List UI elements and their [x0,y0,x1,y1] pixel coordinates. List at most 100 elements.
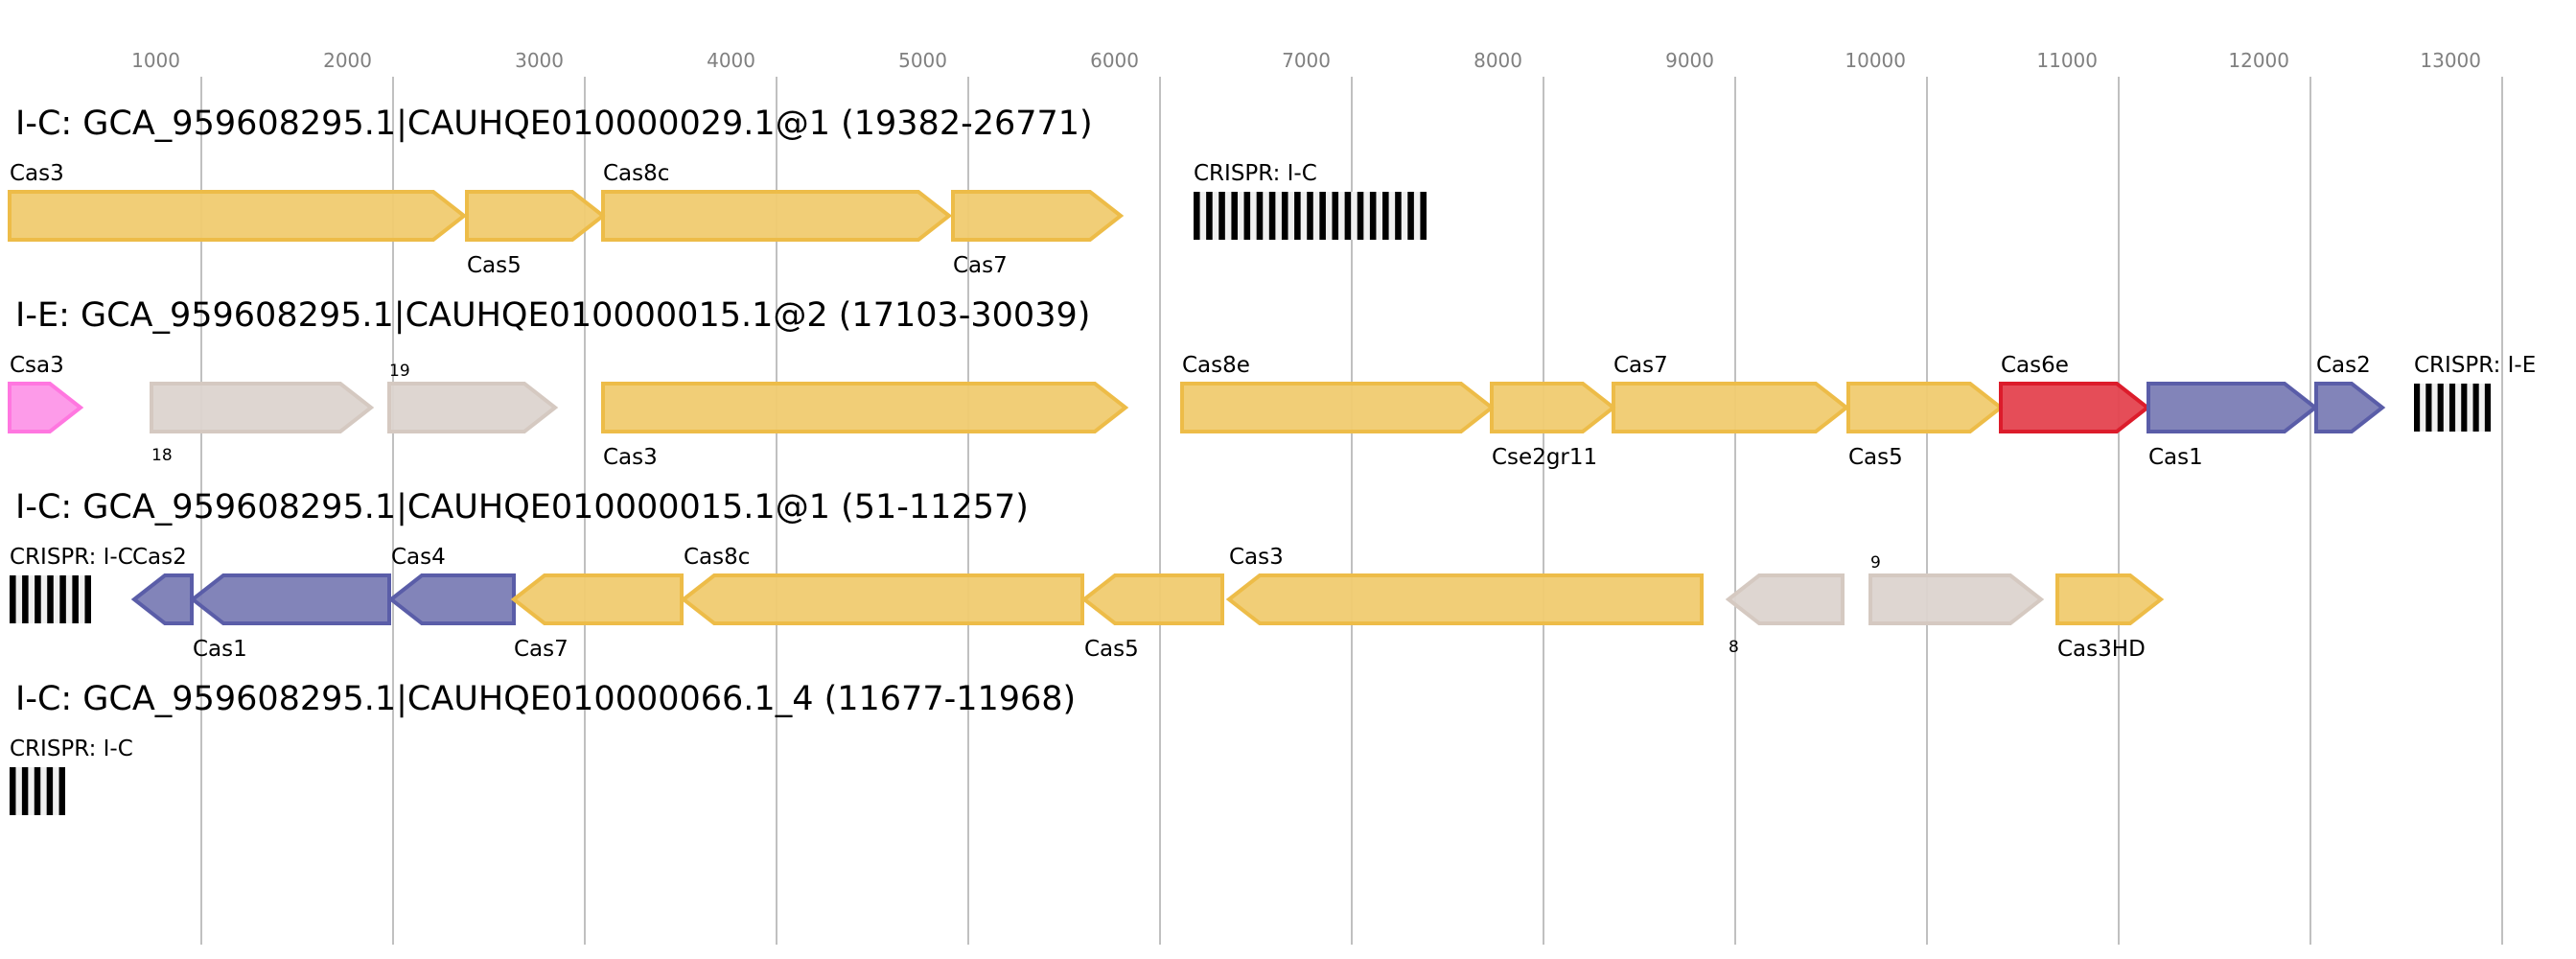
gene-label: Cas5 [1848,445,1903,470]
tick-label: 5000 [898,49,947,72]
gene-label: Cas5 [1084,637,1139,662]
gene-shape[interactable] [387,573,516,625]
gene-arrow[interactable]: Cas2 [2314,353,2386,433]
gene-arrow[interactable]: Cas3 [1225,545,1704,625]
gene-arrow[interactable]: Cas1 [189,573,391,662]
crispr-repeat [1420,192,1427,240]
gene-shape[interactable] [8,190,468,242]
gene-label: Cas6e [2001,353,2069,378]
tick-label: 6000 [1090,49,1139,72]
tick-label: 11000 [2036,49,2098,72]
gene-label: Cas3 [1229,545,1284,570]
crispr-repeat [1218,192,1225,240]
gene-label: Csa3 [10,353,64,378]
cluster-row: I-C: GCA_959608295.1|CAUHQE010000066.1_4… [10,680,1076,815]
gene-shape[interactable] [680,573,1084,625]
gene-shape[interactable] [601,190,953,242]
gene-label: Cas1 [2148,445,2203,470]
gene-shape[interactable] [1846,382,2005,433]
gene-shape[interactable] [1080,573,1224,625]
gene-arrow[interactable]: Cas7 [510,573,684,662]
gene-shape[interactable] [510,573,684,625]
gene-arrow[interactable]: 18 [150,382,375,465]
gene-label: 19 [389,362,410,381]
gene-arrow[interactable]: Cas5 [1080,573,1224,662]
gene-shape[interactable] [130,573,194,625]
row-title: I-C: GCA_959608295.1|CAUHQE010000029.1@1… [15,105,1093,143]
gene-shape[interactable] [1725,573,1845,625]
gene-shape[interactable] [150,382,375,433]
gene-shape[interactable] [1868,573,2045,625]
gene-arrow[interactable]: Cse2gr11 [1490,382,1617,470]
crispr-array[interactable]: CRISPR: I-C [10,545,133,623]
gene-label: Cas7 [953,253,1008,278]
gene-arrow[interactable]: Cas7 [951,190,1125,278]
gene-label: 18 [151,446,173,465]
crispr-repeat [1243,192,1251,240]
gene-arrow[interactable]: Cas3 [601,382,1129,470]
gene-arrow[interactable]: Cas7 [1612,353,1850,433]
gene-shape[interactable] [1490,382,1617,433]
gene-shape[interactable] [387,382,559,433]
cluster-row: I-E: GCA_959608295.1|CAUHQE010000015.1@2… [8,296,2536,470]
gene-arrow[interactable]: Cas8c [601,161,953,242]
gene-shape[interactable] [601,382,1129,433]
gene-arrow[interactable]: Cas1 [2147,382,2319,470]
gene-shape[interactable] [2314,382,2386,433]
crispr-repeat [1206,192,1213,240]
crispr-array[interactable]: CRISPR: I-C [10,737,133,815]
crispr-repeat [59,575,66,623]
gene-shape[interactable] [951,190,1125,242]
gene-arrow[interactable]: 8 [1725,573,1845,657]
cluster-rows: I-C: GCA_959608295.1|CAUHQE010000029.1@1… [8,105,2536,815]
gene-shape[interactable] [1180,382,1496,433]
crispr-label: CRISPR: I-C [10,545,133,570]
gene-arrow[interactable]: Cas5 [465,190,607,278]
tick-label: 10000 [1845,49,1906,72]
crispr-repeat [2448,384,2456,432]
gene-label: Cas8c [684,545,750,570]
gene-shape[interactable] [189,573,391,625]
crispr-repeat [1382,192,1389,240]
crispr-repeat [1281,192,1288,240]
cluster-row: I-C: GCA_959608295.1|CAUHQE010000015.1@1… [10,488,2165,662]
row-title: I-C: GCA_959608295.1|CAUHQE010000015.1@1… [15,488,1029,526]
crispr-repeat [2437,384,2444,432]
gene-arrow[interactable]: Cas4 [387,545,516,625]
gene-arrow[interactable]: 19 [387,362,559,433]
gene-shape[interactable] [1225,573,1704,625]
tick-label: 1000 [131,49,180,72]
crispr-repeat [1357,192,1364,240]
gene-arrow[interactable]: Cas8c [680,545,1084,625]
gene-shape[interactable] [465,190,607,242]
crispr-label: CRISPR: I-C [10,737,133,761]
crispr-repeat [1407,192,1414,240]
gene-label: Cas8e [1182,353,1250,378]
gene-shape[interactable] [2055,573,2165,625]
gene-arrow[interactable]: 9 [1868,553,2045,625]
tick-label: 2000 [323,49,372,72]
cluster-row: I-C: GCA_959608295.1|CAUHQE010000029.1@1… [8,105,1427,278]
gene-arrow[interactable]: Cas3 [8,161,468,242]
tick-label: 4000 [707,49,755,72]
gene-label: Cas7 [514,637,569,662]
crispr-array[interactable]: CRISPR: I-E [2414,353,2536,432]
gene-arrow[interactable]: Cas5 [1846,382,2005,470]
row-title: I-C: GCA_959608295.1|CAUHQE010000066.1_4… [15,680,1076,718]
gene-arrow[interactable]: Csa3 [8,353,84,433]
gene-arrow[interactable]: Cas6e [1999,353,2151,433]
gene-shape[interactable] [1999,382,2151,433]
crispr-label: CRISPR: I-C [1194,161,1317,186]
gene-arrow[interactable]: Cas8e [1180,353,1496,433]
gene-shape[interactable] [2147,382,2319,433]
gene-shape[interactable] [1612,382,1850,433]
gene-arrow[interactable]: Cas2 [130,545,194,625]
crispr-repeat [47,575,54,623]
gene-arrow[interactable]: Cas3HD [2055,573,2165,662]
gene-label: 8 [1729,638,1739,657]
crispr-repeat [1231,192,1238,240]
crispr-array[interactable]: CRISPR: I-C [1194,161,1427,240]
crispr-repeat [1369,192,1377,240]
gene-shape[interactable] [8,382,84,433]
